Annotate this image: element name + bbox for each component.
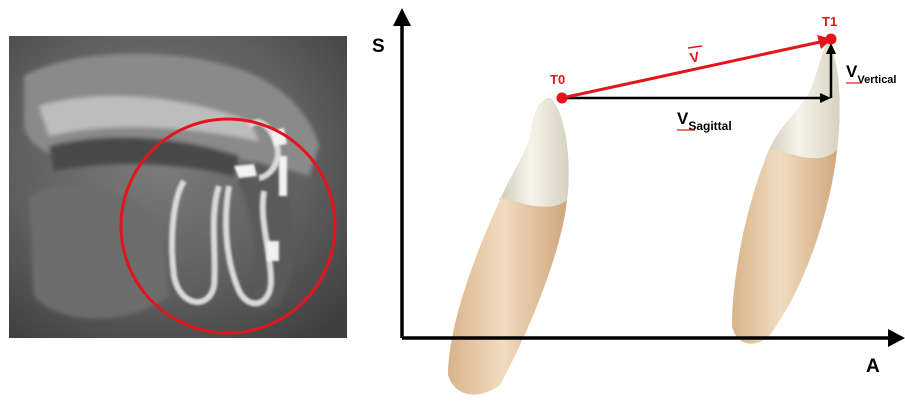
vertical-label-main: V	[846, 62, 858, 81]
x-axis-label: A	[866, 356, 880, 377]
vector-label: V	[689, 48, 702, 65]
sagittal-label-sub: Sagittal	[688, 119, 731, 133]
vector-label-overline	[688, 46, 702, 48]
vertical-label-sub: Vertical	[857, 74, 896, 86]
tooth-t1	[732, 42, 840, 344]
t0-point	[557, 93, 568, 104]
t1-label: T1	[822, 14, 837, 29]
tooth-t0	[448, 98, 569, 395]
y-axis-arrowhead	[393, 8, 411, 26]
sagittal-label-main: V	[677, 109, 689, 128]
sagittal-component-arrow	[562, 93, 831, 103]
t0-label: T0	[550, 72, 565, 87]
t1-point	[826, 34, 837, 45]
movement-vector	[562, 35, 832, 98]
tooth-movement-diagram: S A T0 T1 V VSagittal VVertical	[360, 0, 905, 401]
x-axis-arrowhead	[888, 329, 905, 347]
y-axis-label: S	[372, 36, 385, 57]
cbct-xray-image	[9, 36, 347, 338]
